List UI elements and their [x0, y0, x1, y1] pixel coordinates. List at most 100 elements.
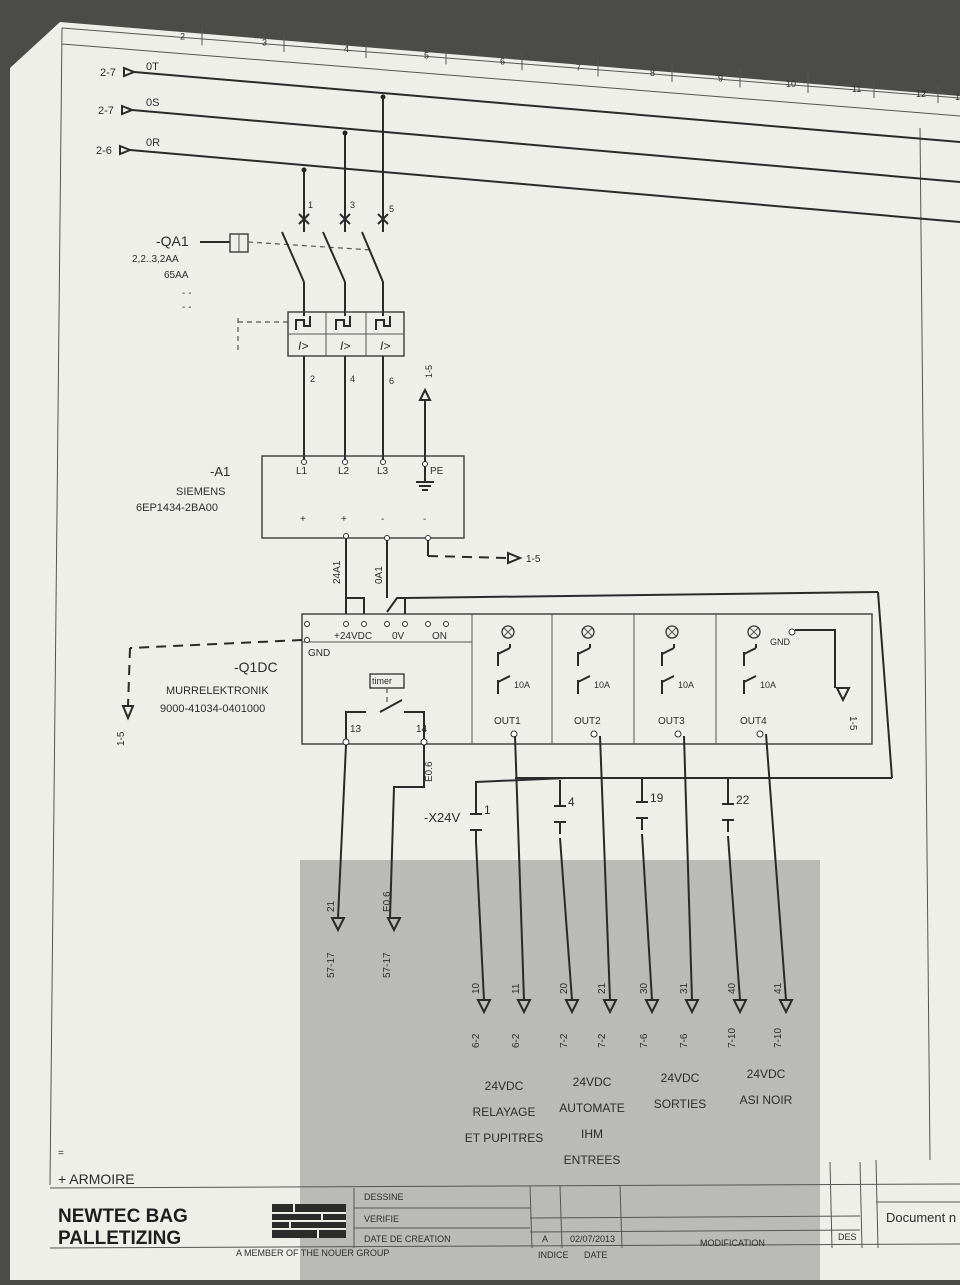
- bottom-output-ref: 7-2: [597, 1033, 608, 1048]
- psu-in-PE: PE: [430, 466, 444, 477]
- gnd-right-ref: 1-5: [847, 716, 858, 731]
- terminal-1: 1: [308, 200, 313, 210]
- output-rating: 10A: [760, 680, 776, 690]
- trip-symbol-1: I>: [298, 339, 308, 353]
- output-terminal: [590, 730, 598, 738]
- bus-ref: 2-7: [98, 105, 114, 117]
- left-output-ref: 57-17: [382, 952, 393, 978]
- breaker-dots: - -: [182, 288, 191, 299]
- module-on: ON: [432, 631, 447, 642]
- left-output-2: E0.657-17: [382, 745, 425, 978]
- output-rating: 10A: [678, 680, 694, 690]
- strip-bus: [475, 777, 892, 802]
- field-date: DATE DE CREATION: [364, 1234, 451, 1244]
- breaker-rating-2: 65AA: [164, 270, 189, 281]
- terminal-6: 6: [389, 376, 394, 386]
- lamp-cross: [503, 627, 513, 637]
- title-block: = + ARMOIRE NEWTEC BAG PALLETIZING A MEM…: [49, 1148, 960, 1260]
- bottom-output-21: 217-2: [597, 735, 618, 1048]
- terminal-4: 4: [350, 374, 355, 384]
- timer-label: timer: [372, 676, 392, 686]
- bottom-output-ref: 7-6: [639, 1033, 650, 1048]
- psu-out-plus-1: +: [300, 514, 306, 525]
- bottom-output-41: 417-10: [765, 733, 794, 1048]
- border-number: 13: [955, 92, 960, 102]
- bus-0R: 2-6 0R: [96, 137, 960, 223]
- field-designe: DESSINE: [364, 1192, 404, 1202]
- company-logo: [272, 1204, 346, 1238]
- bus-label: 0S: [146, 97, 159, 109]
- bottom-output-wire: 31: [679, 982, 690, 994]
- border-number: 12: [916, 89, 926, 99]
- module-24v: +24VDC: [334, 631, 372, 642]
- breaker-tag: -QA1: [156, 233, 189, 249]
- caption-line: 24VDC: [661, 1071, 700, 1085]
- bottom-output-20: 207-2: [559, 837, 580, 1048]
- output-label: OUT2: [574, 716, 601, 727]
- output-terminal: [756, 730, 764, 738]
- left-output-ref: 57-17: [326, 952, 337, 978]
- psu-out-plus-2: +: [341, 514, 347, 525]
- output-rating: 10A: [594, 680, 610, 690]
- phone-shadow: [300, 860, 820, 1280]
- bottom-output-30: 30 7-6: [639, 833, 660, 1048]
- output-terminal: [674, 730, 682, 738]
- col-des: DES: [838, 1232, 857, 1242]
- bottom-output-ref: 7-6: [679, 1033, 690, 1048]
- border-number: 7: [576, 62, 581, 72]
- terminal-2: 2: [310, 374, 315, 384]
- module-gnd: GND: [308, 648, 330, 659]
- svg-text:4: 4: [568, 795, 575, 809]
- fuse-switch-icon: [743, 675, 757, 694]
- border-number: 3: [262, 38, 267, 48]
- col-date: DATE: [584, 1250, 607, 1260]
- fuse-switch-icon: [661, 675, 675, 694]
- wire-24A1: 24A1: [332, 560, 343, 584]
- rev-date: 02/07/2013: [570, 1234, 615, 1244]
- caption-line: IHM: [581, 1127, 603, 1141]
- lamp-icon: [747, 625, 761, 639]
- bottom-output-wire: 10: [471, 982, 482, 994]
- fuse-switch-icon: [497, 675, 511, 694]
- switch-icon: [661, 644, 675, 666]
- border-column-numbers: 2345678910111213: [180, 27, 960, 104]
- bus-label: 0R: [146, 137, 160, 149]
- border-number: 11: [852, 84, 861, 94]
- bottom-output-wire: 30: [639, 982, 650, 994]
- lamp-icon: [665, 625, 679, 639]
- bottom-output-wire: 11: [511, 983, 522, 994]
- switch-icon: [497, 644, 511, 666]
- strip-terminal-19: 19: [636, 790, 664, 830]
- strip-terminal-1: 1: [470, 802, 491, 842]
- switch-icon: [577, 644, 591, 666]
- module-tag: -Q1DC: [234, 659, 278, 675]
- bottom-output-10: 106-2: [471, 841, 492, 1048]
- breaker-QA1: -QA1 2,2..3,2AA 65AA - - - - I> I> I> 2 …: [132, 231, 405, 460]
- breaker-dots-2: - -: [182, 302, 191, 313]
- bottom-output-31: 31 7-6: [679, 735, 700, 1048]
- bottom-output-40: 407-10: [727, 835, 748, 1048]
- border-number: 5: [424, 50, 429, 60]
- psu-in-L3: L3: [377, 466, 389, 477]
- bus-0S: 2-7 0S: [98, 97, 960, 183]
- caption-line: ET PUPITRES: [465, 1131, 543, 1145]
- border-number: 2: [180, 31, 185, 41]
- bottom-output-wire: 40: [727, 982, 738, 994]
- lamp-cross: [749, 627, 759, 637]
- psu-out-minus-2: -: [423, 514, 426, 525]
- paper-sheet: [10, 22, 960, 1280]
- bottom-output-11: 116-2: [511, 735, 532, 1048]
- psu-part: 6EP1434-2BA00: [136, 502, 218, 514]
- left-output-wire: 21: [326, 900, 337, 912]
- terminal-5: 5: [389, 204, 394, 214]
- border-number: 6: [500, 56, 505, 66]
